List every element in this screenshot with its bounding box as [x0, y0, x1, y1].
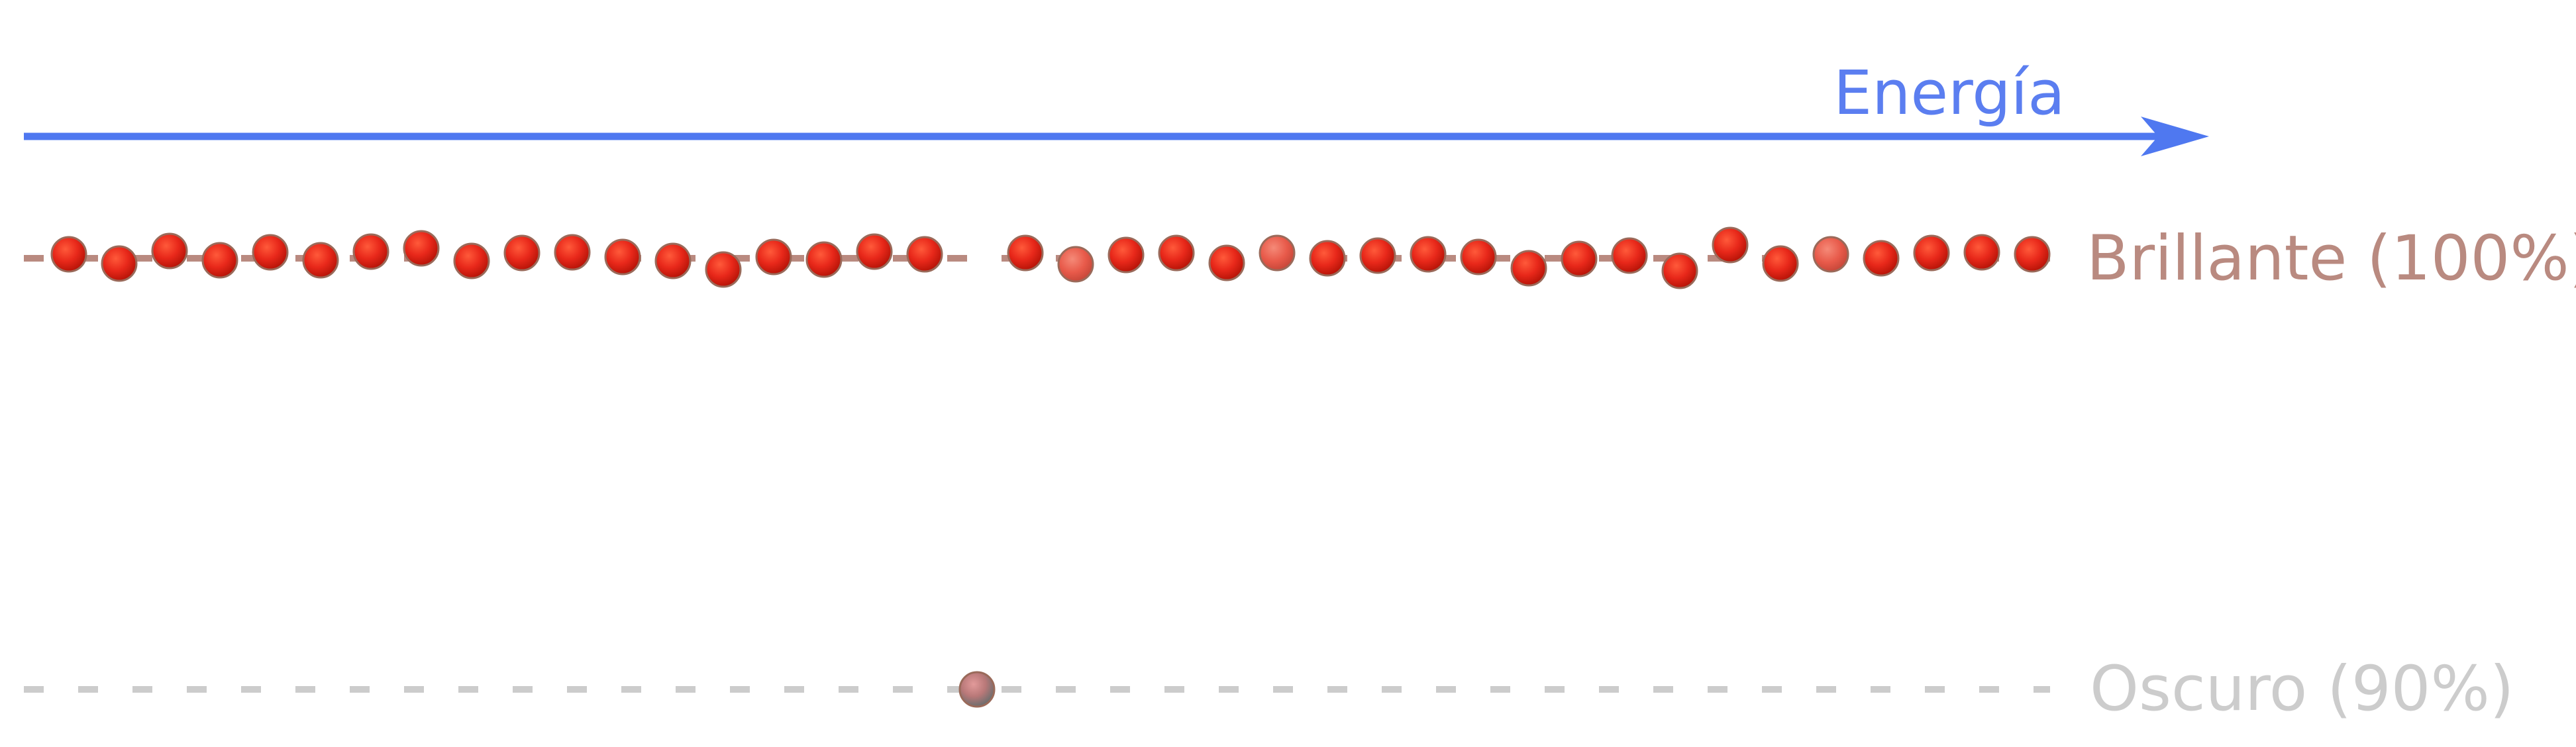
bright-particle — [604, 238, 641, 275]
bright-particle — [805, 241, 843, 278]
bright-particle — [1712, 226, 1749, 264]
bright-particle — [1963, 234, 2000, 271]
bright-particle — [1863, 240, 1900, 277]
bright-particle — [1007, 234, 1044, 272]
bright-particle — [403, 230, 440, 267]
bright-particle — [705, 251, 742, 288]
bright-particle — [503, 234, 541, 272]
bright-particle — [1410, 236, 1447, 273]
bright-particle — [856, 233, 893, 270]
bright-particle — [906, 236, 943, 273]
bright-particle — [1158, 234, 1195, 272]
bright-level-label: Brillante (100%) — [2087, 223, 2576, 295]
bright-particle — [1510, 250, 1547, 287]
bright-particle — [352, 233, 389, 270]
bright-particle — [755, 238, 792, 275]
bright-particle — [1359, 237, 1396, 274]
bright-particle — [1913, 234, 1950, 272]
bright-particle — [252, 234, 289, 271]
energy-axis-arrowhead-icon — [2141, 117, 2209, 156]
bright-level: Brillante (100%) — [24, 223, 2576, 295]
bright-particle — [654, 242, 692, 279]
bright-particle — [1259, 234, 1296, 272]
energy-axis-label: Energía — [1833, 58, 2065, 128]
bright-particle — [453, 242, 490, 279]
bright-particle — [1460, 238, 1497, 275]
bright-particle — [1561, 240, 1598, 277]
dark-level-particles — [958, 671, 996, 708]
bright-particle — [151, 232, 188, 270]
dark-particle — [958, 671, 996, 708]
bright-particle — [1108, 236, 1145, 274]
bright-level-particles — [50, 226, 2051, 289]
bright-particle — [1661, 252, 1698, 289]
dark-level-label: Oscuro (90%) — [2090, 653, 2514, 725]
bright-particle — [554, 234, 591, 271]
bright-particle — [50, 236, 87, 273]
bright-particle — [2014, 236, 2051, 273]
bright-particle — [1762, 245, 1799, 282]
bright-particle — [1309, 240, 1346, 277]
bright-particle — [1812, 236, 1849, 273]
bright-particle — [101, 245, 138, 282]
bright-particle — [302, 242, 339, 279]
bright-particle — [201, 242, 238, 279]
bright-particle — [1611, 237, 1648, 274]
energy-axis: Energía — [24, 58, 2209, 156]
dark-level: Oscuro (90%) — [24, 653, 2514, 725]
bright-particle — [1208, 244, 1245, 281]
bright-particle — [1057, 246, 1094, 283]
